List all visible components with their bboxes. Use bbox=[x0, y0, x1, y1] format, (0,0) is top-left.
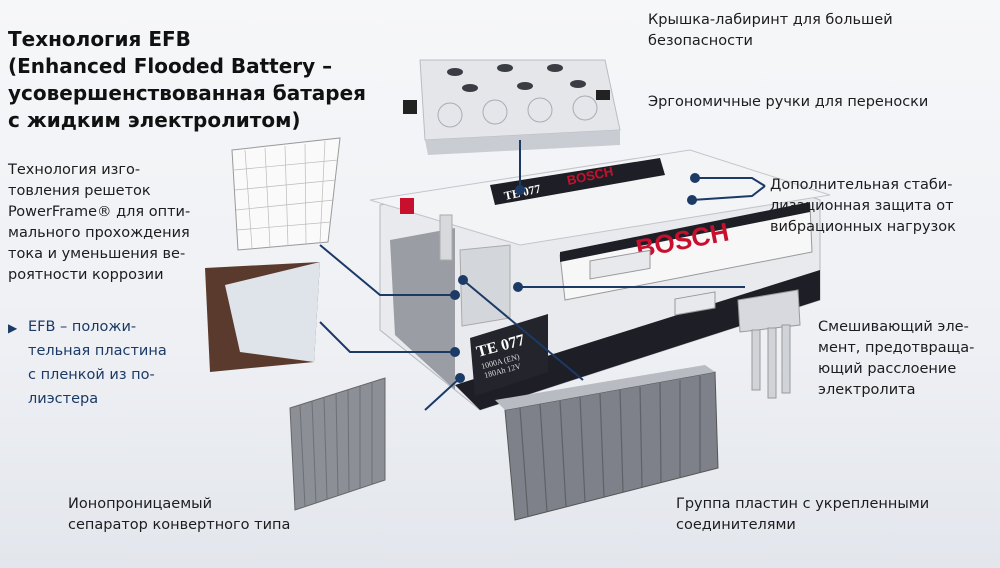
label-separator: Ионопроницаемый сепаратор конвертного ти… bbox=[68, 496, 291, 533]
label-plate-group: Группа пластин с укрепленными соединител… bbox=[676, 496, 930, 533]
battery: BOSCH BOSCH TE 077 1000A (EN) 180Ah 12V … bbox=[369, 149, 831, 411]
efb-plate bbox=[205, 262, 320, 372]
label-efb-plate: EFB – положи- тельная пластина с пленкой… bbox=[28, 319, 167, 407]
label-mixing-element: Смешивающий эле- мент, предотвраща- ющий… bbox=[818, 319, 975, 398]
mixing-element bbox=[737, 289, 801, 399]
label-stabilization: Дополнительная стаби- лизационная защита… bbox=[770, 177, 956, 235]
labyrinth-lid bbox=[403, 59, 621, 155]
page-title: Технология EFB (Enhanced Flooded Battery… bbox=[8, 27, 366, 132]
bullet-icon: ▶ bbox=[8, 321, 18, 335]
powerframe-grid bbox=[231, 137, 341, 251]
label-powerframe: Технология изго- товления решеток PowerF… bbox=[8, 162, 191, 283]
plate-group bbox=[495, 249, 719, 521]
separator bbox=[289, 377, 386, 511]
leader-dots bbox=[450, 173, 700, 383]
leader-lines bbox=[319, 140, 766, 411]
label-handles: Эргономичные ручки для переноски bbox=[648, 94, 929, 110]
label-lid: Крышка-лабиринт для большей безопасности bbox=[648, 12, 893, 49]
